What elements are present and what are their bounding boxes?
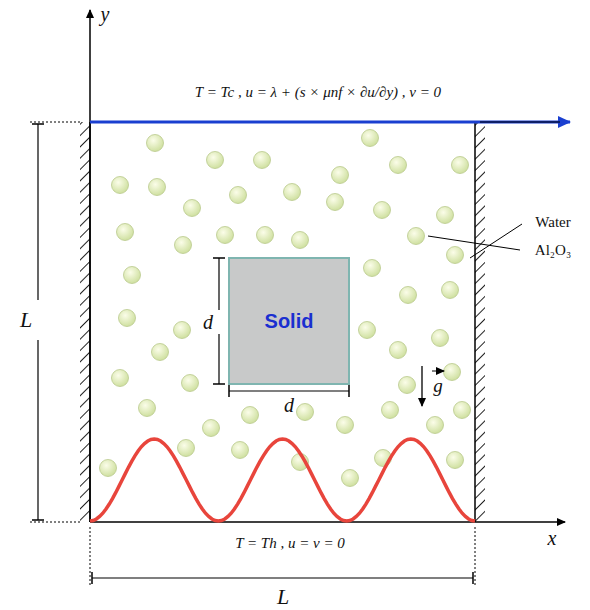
nanoparticle (230, 187, 247, 204)
nanoparticle (297, 404, 314, 421)
dimension-label: d (203, 311, 213, 333)
block-label: Solid (265, 310, 314, 333)
nanoparticle (362, 130, 379, 147)
gravity-arrow (421, 366, 422, 406)
nanoparticle (182, 375, 199, 392)
left-wall (80, 122, 90, 522)
nanoparticle (374, 202, 391, 219)
bottom-boundary-condition: T = Th , u = v = 0 (235, 535, 345, 552)
nanoparticle (147, 135, 164, 152)
nanoparticle (454, 402, 471, 419)
nanoparticle (390, 157, 407, 174)
nanoparticle (447, 452, 464, 469)
fluid-label: Water (535, 214, 570, 231)
nanoparticle (152, 344, 169, 361)
nanoparticle (174, 322, 191, 339)
nanoparticle (257, 227, 274, 244)
nanoparticle (124, 267, 141, 284)
top-boundary-condition: T = Tc , u = λ + (s × μnf × ∂u/∂y) , v =… (195, 84, 441, 101)
nanoparticle (452, 157, 469, 174)
right-wall (475, 122, 485, 522)
wavy-hot-wall (90, 439, 475, 521)
nanoparticle (364, 260, 381, 277)
nanoparticle (217, 227, 234, 244)
nanoparticle (178, 440, 195, 457)
nanoparticle (203, 420, 220, 437)
nanoparticle (207, 152, 224, 169)
x-axis (90, 521, 565, 523)
nanoparticle (408, 228, 425, 245)
nanoparticle (359, 322, 376, 339)
gravity-label: g (433, 376, 443, 397)
axis-label: y (101, 3, 110, 25)
nanoparticle (292, 232, 309, 249)
nanoparticle (100, 460, 117, 477)
moving-lid (90, 121, 570, 124)
solid-block: Solid (228, 257, 350, 385)
nanoparticle (342, 470, 359, 487)
nanoparticles (100, 130, 471, 487)
nanoparticle (444, 364, 461, 381)
dimension-label: d (284, 394, 294, 416)
nanoparticle (117, 224, 134, 241)
nanoparticle (232, 442, 249, 459)
particle-label: Al₂O₃ (535, 242, 571, 259)
y-axis (89, 10, 91, 522)
nanoparticle (242, 407, 259, 424)
dimension-label: L (20, 308, 32, 332)
nanoparticle (175, 237, 192, 254)
nanoparticle (337, 417, 354, 434)
leader-line (428, 236, 520, 250)
nanoparticle (332, 167, 349, 184)
nanoparticle (112, 177, 129, 194)
nanoparticle (184, 200, 201, 217)
nanoparticle (399, 377, 416, 394)
nanoparticle (284, 184, 301, 201)
nanoparticle (149, 179, 166, 196)
nanoparticle (119, 310, 136, 327)
nanoparticle (390, 342, 407, 359)
nanoparticle (400, 287, 417, 304)
nanoparticle (254, 152, 271, 169)
nanoparticle (437, 207, 454, 224)
nanoparticle (327, 194, 344, 211)
nanoparticle (442, 282, 459, 299)
nanoparticle (112, 370, 129, 387)
nanoparticle (382, 402, 399, 419)
nanoparticle (427, 417, 444, 434)
nanoparticle (447, 247, 464, 264)
nanoparticle (432, 330, 449, 347)
leader-line (470, 224, 522, 258)
axis-label: x (548, 527, 557, 549)
nanoparticle (139, 400, 156, 417)
dimension-label: L (277, 585, 289, 609)
